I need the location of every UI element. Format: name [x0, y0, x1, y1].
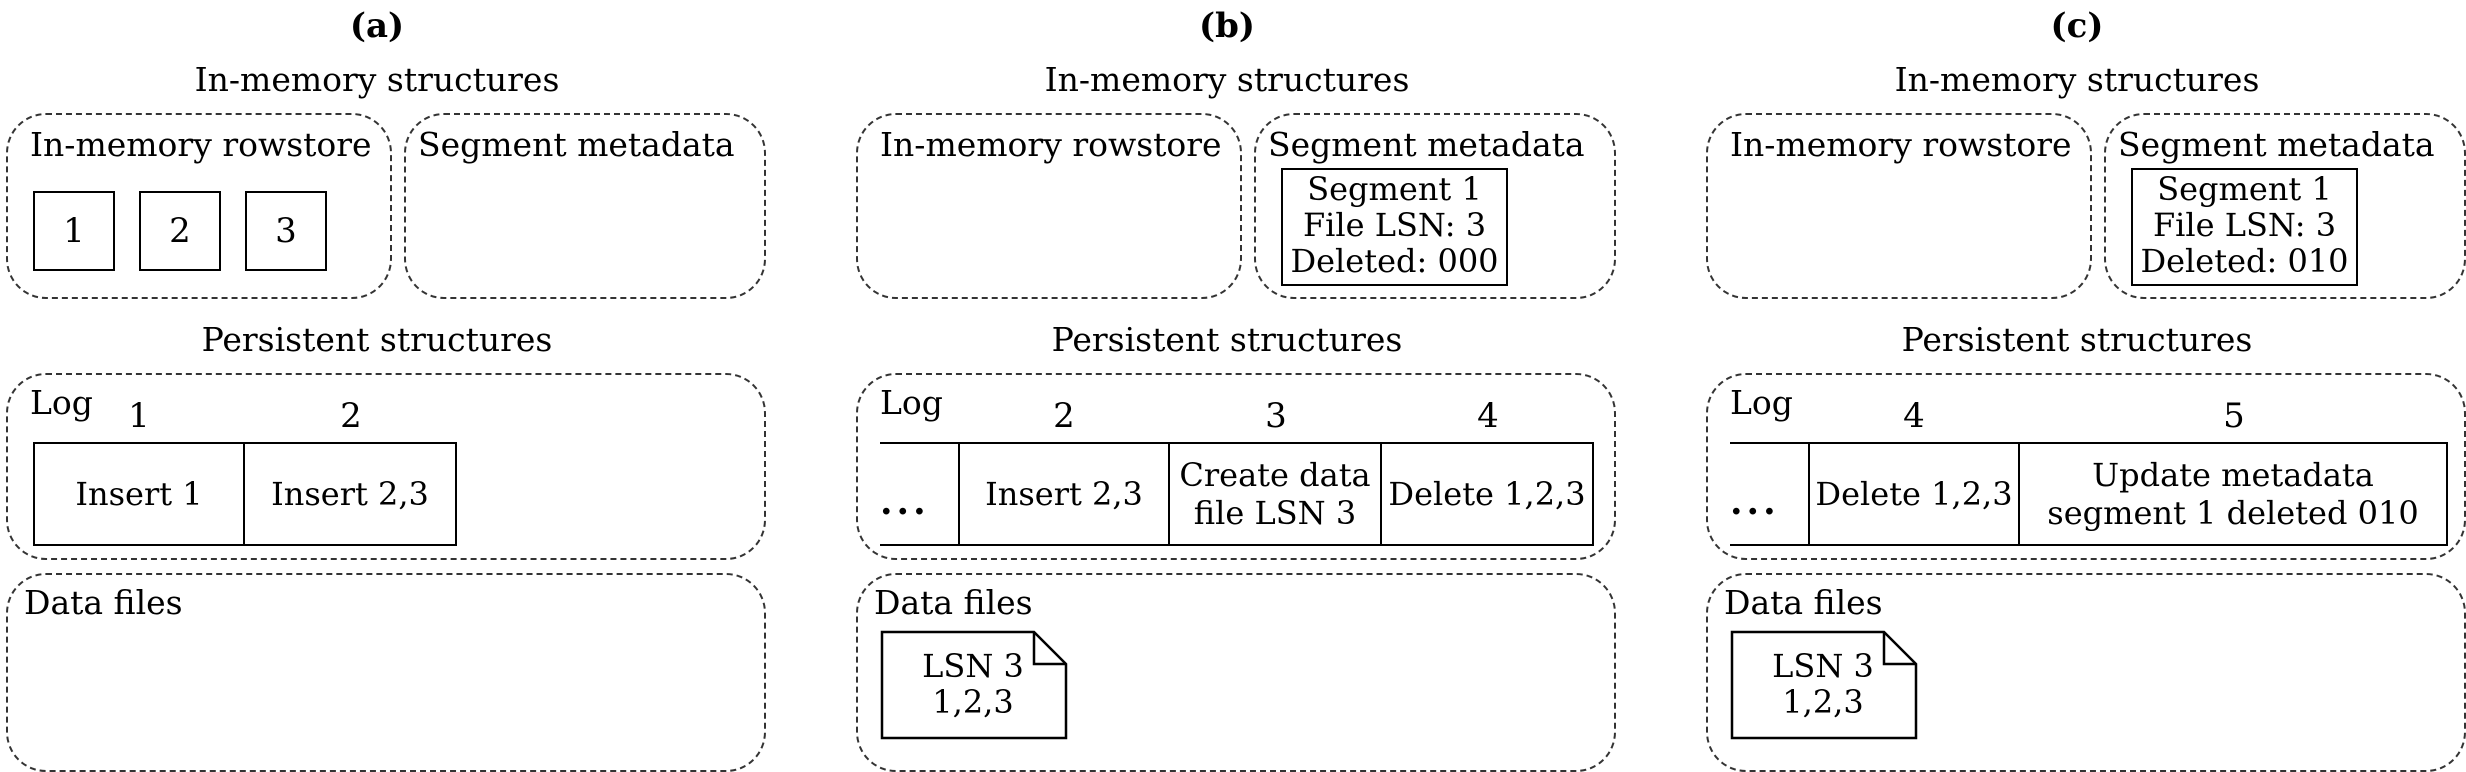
log-rail-bottom [880, 544, 960, 546]
rowstore-row: 3 [245, 191, 327, 271]
log-entry: Update metadata segment 1 deleted 010 [2020, 442, 2448, 546]
segment-metadata-box: Segment metadata [404, 113, 766, 299]
data-file-rows: 1,2,3 [932, 683, 1014, 721]
rowstore-title: In-memory rowstore [30, 125, 372, 164]
log-entry: Insert 1 [33, 442, 245, 546]
log-lsn: 2 [1053, 396, 1075, 436]
log-lsn: 2 [340, 396, 362, 436]
segment-file-lsn: File LSN: 3 [2152, 206, 2337, 244]
log-ellipsis: ... [880, 481, 930, 523]
log-entry: Delete 1,2,3 [1808, 442, 2020, 546]
segment-name: Segment 1 [1307, 170, 1482, 208]
document-icon [1730, 630, 1918, 740]
data-file-lsn: LSN 3 [922, 647, 1024, 685]
rowstore-title: In-memory rowstore [1730, 125, 2072, 164]
segment-metadata-title: Segment metadata [1268, 125, 1585, 164]
rowstore-row: 2 [139, 191, 221, 271]
log-ellipsis: ... [1730, 481, 1780, 523]
log-entry: Create data file LSN 3 [1170, 442, 1382, 546]
panel-label: (c) [2050, 6, 2104, 46]
data-files-box: Data files [6, 573, 766, 772]
log-lsn: 1 [128, 396, 150, 436]
log-lsn: 5 [2223, 396, 2245, 436]
in-memory-heading: In-memory structures [1894, 60, 2260, 99]
rowstore-box: In-memory rowstore [856, 113, 1242, 299]
segment-deleted: Deleted: 000 [1290, 242, 1499, 280]
log-rail-bottom [1730, 544, 1810, 546]
data-files-title: Data files [24, 583, 183, 622]
segment-metadata-title: Segment metadata [2118, 125, 2435, 164]
rowstore-title: In-memory rowstore [880, 125, 1222, 164]
log-lsn: 4 [1903, 396, 1925, 436]
log-entry: Delete 1,2,3 [1382, 442, 1594, 546]
persistent-heading: Persistent structures [1051, 320, 1403, 359]
data-file-lsn: LSN 3 [1772, 647, 1874, 685]
log-title: Log [30, 383, 93, 422]
in-memory-heading: In-memory structures [1044, 60, 1410, 99]
log-title: Log [880, 383, 943, 422]
persistent-heading: Persistent structures [1901, 320, 2253, 359]
segment-deleted: Deleted: 010 [2140, 242, 2349, 280]
segment-file-lsn: File LSN: 3 [1302, 206, 1487, 244]
data-files-title: Data files [874, 583, 1033, 622]
panel-label: (a) [349, 6, 405, 46]
rowstore-row: 1 [33, 191, 115, 271]
panel-label: (b) [1199, 6, 1255, 46]
data-files-title: Data files [1724, 583, 1883, 622]
document-icon [880, 630, 1068, 740]
log-rail-top [880, 442, 960, 444]
segment-name: Segment 1 [2157, 170, 2332, 208]
log-lsn: 3 [1265, 396, 1287, 436]
in-memory-heading: In-memory structures [194, 60, 560, 99]
log-title: Log [1730, 383, 1793, 422]
persistent-heading: Persistent structures [201, 320, 553, 359]
log-lsn: 4 [1477, 396, 1499, 436]
log-entry: Insert 2,3 [245, 442, 457, 546]
segment-metadata-title: Segment metadata [418, 125, 735, 164]
data-file-rows: 1,2,3 [1782, 683, 1864, 721]
log-rail-top [1730, 442, 1810, 444]
log-entry: Insert 2,3 [958, 442, 1170, 546]
rowstore-box: In-memory rowstore [1706, 113, 2092, 299]
